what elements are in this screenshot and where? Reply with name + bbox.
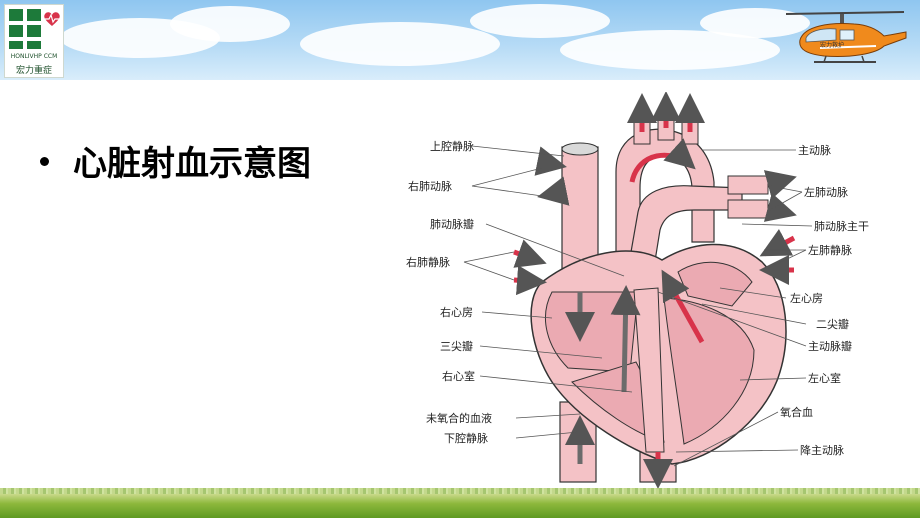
cloud-decoration — [300, 22, 500, 66]
footer-grass — [0, 494, 920, 518]
leader-lines — [463, 145, 813, 467]
helicopter-icon — [785, 11, 907, 63]
label-right-pulmonary-vein: 右肺静脉 — [406, 255, 450, 269]
blood-flow-arrows — [513, 92, 797, 489]
logo-text-en: HONLIVHP CCM — [10, 53, 58, 60]
label-left-ventricle: 左心室 — [808, 371, 841, 385]
label-deoxygenated-blood: 未氧合的血液 — [426, 411, 492, 425]
label-aortic-valve: 主动脉瓣 — [808, 339, 852, 353]
label-aorta: 主动脉 — [798, 143, 831, 157]
header-banner — [0, 0, 920, 80]
label-tricuspid-valve: 三尖瓣 — [440, 339, 473, 353]
label-descending-aorta: 降主动脉 — [800, 443, 844, 457]
grass-decoration — [0, 488, 920, 498]
bullet-dot-icon — [40, 157, 49, 166]
label-mitral-valve: 二尖瓣 — [816, 317, 849, 331]
label-right-ventricle: 右心室 — [442, 369, 475, 383]
cloud-decoration — [170, 6, 290, 42]
label-superior-vena-cava: 上腔静脉 — [430, 139, 474, 153]
company-logo: HONLIVHP CCM 宏力重症 — [4, 4, 64, 78]
helicopter-label: 宏力救护 — [820, 42, 845, 49]
label-pulmonary-valve: 肺动脉瓣 — [430, 217, 474, 231]
label-inferior-vena-cava: 下腔静脉 — [444, 431, 488, 445]
label-right-atrium: 右心房 — [440, 305, 473, 319]
heart-pulse-icon — [44, 12, 60, 26]
slide-bullet-text: 心脏射血示意图 — [73, 144, 311, 184]
label-oxygenated-blood: 氧合血 — [780, 405, 813, 419]
heart-diagram: 上腔静脉 右肺动脉 肺动脉瓣 右肺静脉 右心房 三尖瓣 右心室 未氧合的血液 下… — [406, 92, 869, 489]
label-right-pulmonary-artery: 右肺动脉 — [408, 179, 452, 193]
logo-grid-icon — [9, 9, 60, 49]
label-left-pulmonary-vein: 左肺静脉 — [808, 243, 852, 257]
label-left-pulmonary-artery: 左肺动脉 — [804, 185, 848, 199]
label-left-atrium: 左心房 — [790, 292, 823, 305]
logo-text-cn: 宏力重症 — [15, 66, 52, 76]
slide-bullet: 心脏射血示意图 — [40, 136, 311, 185]
label-pulmonary-trunk: 肺动脉主干 — [814, 219, 869, 233]
cloud-decoration — [470, 4, 610, 38]
